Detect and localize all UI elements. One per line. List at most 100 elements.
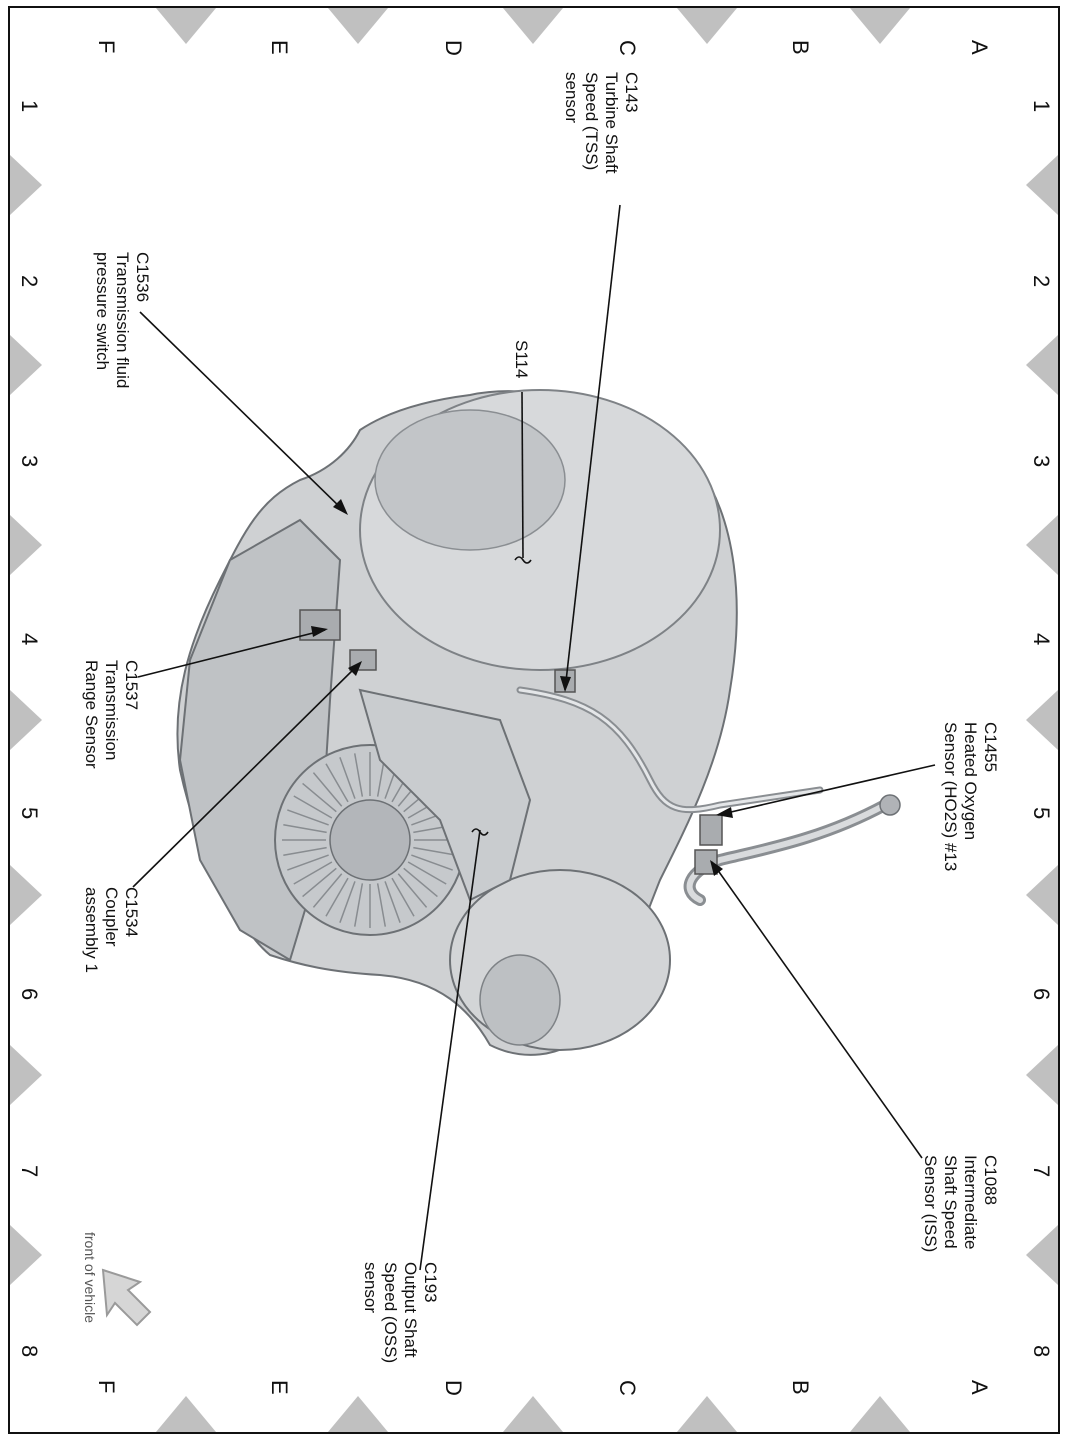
grid-tick-bottom bbox=[328, 1396, 388, 1432]
callout-c1536-line: pressure switch bbox=[93, 252, 112, 370]
gear-cover-rib bbox=[353, 883, 364, 927]
grid-labels: A B C D E F A B C D E F 1 2 3 4 5 6 7 8 … bbox=[17, 40, 1054, 1396]
connector-block bbox=[694, 849, 718, 875]
gear-cover-rib bbox=[339, 757, 356, 799]
grid-letter-top-a: A bbox=[967, 40, 992, 55]
callout-c1534: C1534 Coupler assembly 1 bbox=[82, 887, 141, 973]
arrowhead-c1534 bbox=[348, 661, 362, 676]
grid-number-right-1: 1 bbox=[1029, 100, 1054, 112]
callout-c1455-line: C1455 bbox=[981, 722, 1000, 772]
grid-tick-left bbox=[10, 690, 42, 750]
grid-number-right-6: 6 bbox=[1029, 988, 1054, 1000]
gear-cover-rib bbox=[391, 877, 415, 917]
breather-hose-highlight bbox=[686, 802, 888, 903]
grid-tick-top bbox=[503, 8, 563, 44]
arrowhead-c143 bbox=[560, 676, 571, 692]
grid-number-left-6: 6 bbox=[17, 988, 42, 1000]
callout-c1534-line: C1534 bbox=[122, 887, 141, 937]
grid-letter-bottom-b: B bbox=[788, 1380, 813, 1395]
callout-s114: S114 bbox=[512, 340, 531, 378]
leader-lines bbox=[132, 204, 936, 1271]
c193-mark bbox=[471, 828, 489, 836]
connector-block bbox=[699, 814, 723, 846]
grid-tick-right bbox=[1026, 690, 1058, 750]
connector-marks bbox=[471, 556, 532, 836]
front-of-vehicle-label: front of vehicle bbox=[82, 1232, 98, 1323]
grid-tick-right bbox=[1026, 1225, 1058, 1285]
callout-s114-line: S114 bbox=[512, 340, 531, 378]
gear-cover-rib bbox=[407, 861, 447, 885]
callout-c1536: C1536 Transmission fluid pressure switch bbox=[93, 252, 152, 393]
callout-c143-line: Turbine Shaft bbox=[602, 72, 621, 174]
gear-cover-hub bbox=[329, 799, 411, 881]
grid-tick-right bbox=[1026, 865, 1058, 925]
gear-cover-rib bbox=[302, 782, 337, 813]
final-drive-inner bbox=[479, 954, 561, 1046]
gear-cover-rib bbox=[413, 846, 457, 857]
callout-c193-line: C193 bbox=[421, 1262, 440, 1303]
gear-cover-rib bbox=[287, 854, 329, 871]
grid-number-right-2: 2 bbox=[1029, 275, 1054, 287]
grid-number-left-8: 8 bbox=[17, 1345, 42, 1357]
callout-c1088: C1088 Intermediate Shaft Speed Sensor (I… bbox=[921, 1155, 1000, 1254]
grid-number-left-4: 4 bbox=[17, 633, 42, 645]
grid-tick-bottom bbox=[503, 1396, 563, 1432]
callout-c1088-line: C1088 bbox=[981, 1155, 1000, 1205]
grid-letter-top-e: E bbox=[267, 40, 292, 55]
grid-tick-left bbox=[10, 865, 42, 925]
hose-cap bbox=[879, 794, 901, 816]
arrowhead-c1537 bbox=[311, 626, 328, 637]
grid-tick-left bbox=[10, 1045, 42, 1105]
callout-c1455-line: Sensor (HO2S) #13 bbox=[941, 722, 960, 871]
callout-c1534-line: Coupler bbox=[102, 887, 121, 947]
grid-letter-top-f: F bbox=[94, 40, 119, 53]
grid-tick-left bbox=[10, 155, 42, 215]
leader-c1534 bbox=[132, 662, 361, 888]
arrowhead-c1088 bbox=[710, 860, 723, 876]
gear-cover-rib bbox=[293, 795, 333, 819]
gear-cover-rib bbox=[325, 763, 349, 803]
grid-tick-right bbox=[1026, 335, 1058, 395]
callout-c1088-line: Intermediate bbox=[961, 1155, 980, 1250]
callout-c193-line: Speed (OSS) bbox=[381, 1262, 400, 1363]
arrowhead-c1455 bbox=[716, 807, 733, 818]
callout-c143-line: C143 bbox=[622, 72, 641, 113]
leader-c1455 bbox=[717, 764, 936, 816]
callout-c193: C193 Output Shaft Speed (OSS) sensor bbox=[361, 1262, 440, 1368]
leader-c1536 bbox=[139, 311, 346, 513]
grid-tick-bottom bbox=[850, 1396, 910, 1432]
callout-c1536-line: Transmission fluid bbox=[113, 252, 132, 388]
grid-number-left-3: 3 bbox=[17, 455, 42, 467]
grid-number-left-2: 2 bbox=[17, 275, 42, 287]
gear-cover-rib bbox=[283, 823, 327, 834]
grid-number-right-3: 3 bbox=[1029, 455, 1054, 467]
gear-cover-rib bbox=[312, 772, 343, 807]
gear-cover-rib bbox=[283, 846, 327, 857]
grid-letter-bottom-e: E bbox=[267, 1380, 292, 1395]
grid-letter-top-d: D bbox=[441, 40, 466, 56]
callout-c1455: C1455 Heated Oxygen Sensor (HO2S) #13 bbox=[941, 722, 1000, 871]
s114-mark bbox=[514, 556, 532, 564]
grid-tick-bottom bbox=[156, 1396, 216, 1432]
callout-c143-line: Speed (TSS) bbox=[582, 72, 601, 170]
grid-tick-top bbox=[328, 8, 388, 44]
leader-c143 bbox=[564, 204, 621, 691]
grid-tick-right bbox=[1026, 1045, 1058, 1105]
callout-c1088-line: Sensor (ISS) bbox=[921, 1155, 940, 1252]
bell-housing-inner bbox=[374, 409, 566, 551]
gear-cover-rib bbox=[293, 861, 333, 885]
gear-cover-rib bbox=[353, 753, 364, 797]
front-of-vehicle-indicator: front of vehicle bbox=[82, 1232, 152, 1327]
grid-letter-bottom-c: C bbox=[615, 1380, 640, 1396]
callout-c1534-line: assembly 1 bbox=[82, 887, 101, 973]
mount-bracket bbox=[358, 688, 532, 902]
grid-tick-right bbox=[1026, 515, 1058, 575]
gear-cover-rib bbox=[312, 873, 343, 908]
grid-ticks bbox=[10, 8, 1058, 1432]
final-drive-housing bbox=[449, 869, 671, 1051]
grid-tick-top bbox=[850, 8, 910, 44]
arrow-icon bbox=[101, 1268, 152, 1327]
callout-c1537-line: C1537 bbox=[122, 660, 141, 710]
callout-c1537-line: Transmission bbox=[102, 660, 121, 760]
callout-c143: C143 Turbine Shaft Speed (TSS) sensor bbox=[562, 72, 641, 178]
